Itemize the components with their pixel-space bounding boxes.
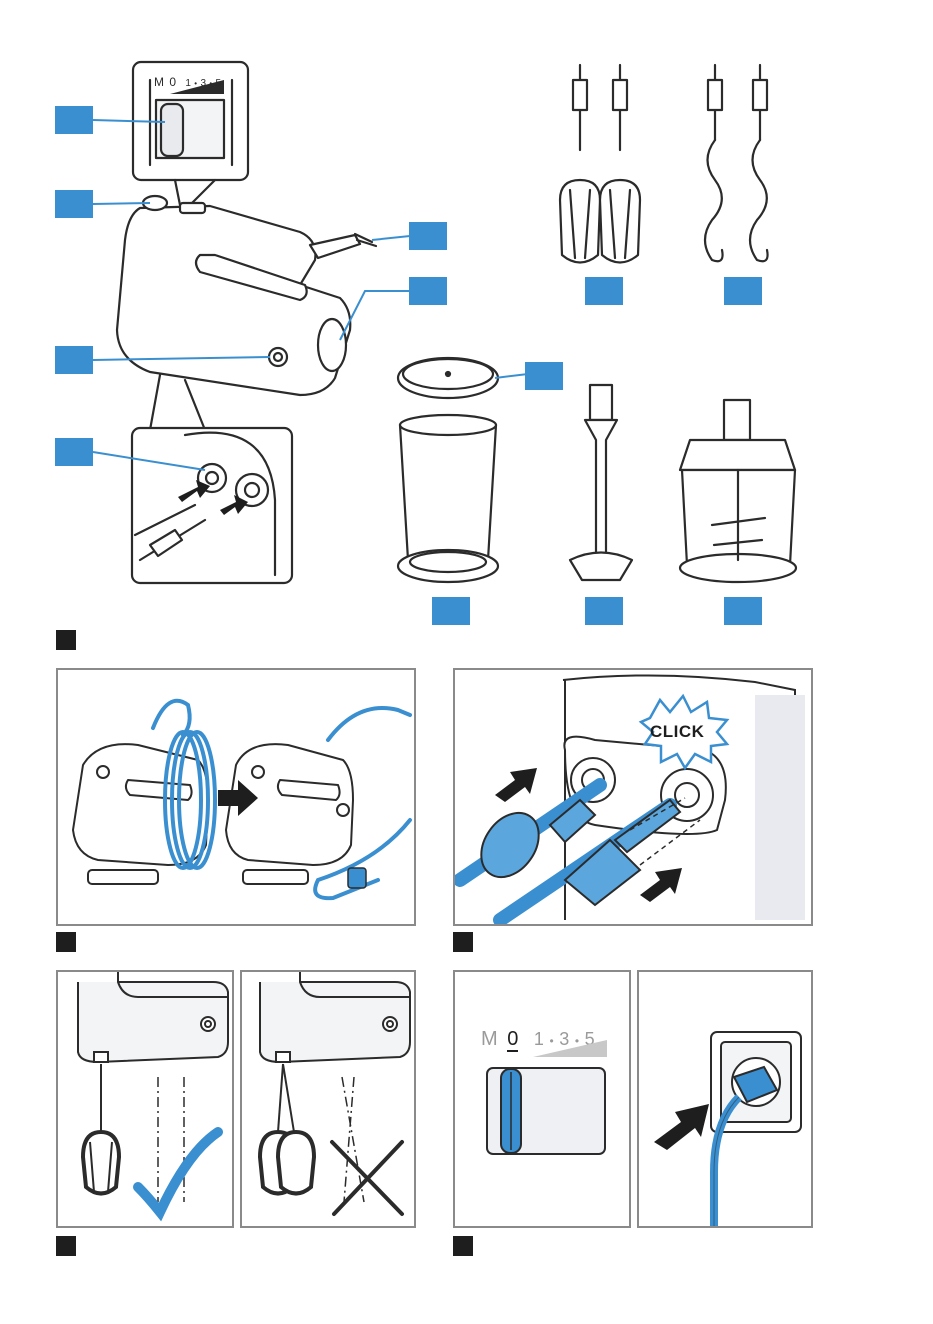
callout-tag-12 bbox=[724, 597, 762, 625]
dough-hook-pair bbox=[705, 65, 768, 261]
callout-tag-3 bbox=[55, 346, 93, 374]
dot-1: • bbox=[194, 79, 197, 88]
callout-tag-6 bbox=[409, 277, 447, 305]
label-0: 0 bbox=[169, 75, 176, 89]
callout-tag-11 bbox=[585, 597, 623, 625]
callout-tag-1 bbox=[55, 106, 93, 134]
cord-illustration bbox=[58, 670, 414, 924]
figure-number-box-1 bbox=[56, 630, 76, 650]
callout-tag-2 bbox=[55, 190, 93, 218]
overview-illustration bbox=[0, 0, 933, 660]
plug-figure-frame bbox=[637, 970, 813, 1228]
switch-figure-frame: M 0 1 • 3 • 5 bbox=[453, 970, 631, 1228]
correct-illustration bbox=[58, 972, 232, 1226]
attach-figure-frame: CLICK bbox=[453, 668, 813, 926]
figure-number-box-2 bbox=[56, 932, 76, 952]
dot-2: • bbox=[209, 79, 212, 88]
cord-figure-frame bbox=[56, 668, 416, 926]
incorrect-illustration bbox=[242, 972, 414, 1226]
callout-tag-10 bbox=[432, 597, 470, 625]
switch-illustration bbox=[455, 972, 629, 1226]
plug-illustration bbox=[639, 972, 811, 1226]
label-1: 1 bbox=[185, 78, 191, 89]
figure-number-box-4 bbox=[56, 1236, 76, 1256]
whisk-pair bbox=[560, 65, 640, 263]
label-m: M bbox=[154, 75, 164, 89]
figure-number-box-5 bbox=[453, 1236, 473, 1256]
figure-number-box-3 bbox=[453, 932, 473, 952]
callout-tag-8 bbox=[724, 277, 762, 305]
incorrect-figure-frame bbox=[240, 970, 416, 1228]
label-5: 5 bbox=[216, 78, 222, 89]
callout-tag-5 bbox=[409, 222, 447, 250]
switch-zoom-scale: M 0 1 • 3 • 5 bbox=[154, 75, 221, 89]
label-3: 3 bbox=[200, 78, 206, 89]
attach-illustration bbox=[455, 670, 811, 924]
callout-tag-9 bbox=[525, 362, 563, 390]
correct-figure-frame bbox=[56, 970, 234, 1228]
overview-figure: M 0 1 • 3 • 5 bbox=[0, 0, 933, 660]
click-label: CLICK bbox=[650, 722, 704, 742]
callout-tag-7 bbox=[585, 277, 623, 305]
callout-tag-4 bbox=[55, 438, 93, 466]
